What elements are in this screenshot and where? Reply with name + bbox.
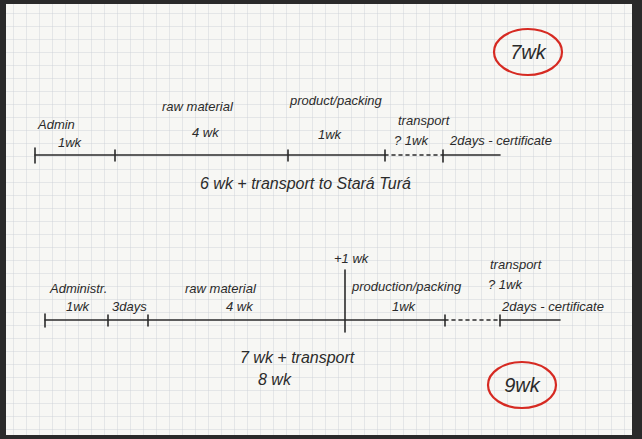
handwritten-note: +1 wk (334, 252, 368, 265)
total-weeks: 9wk (504, 375, 540, 395)
timeline-bottom (45, 270, 560, 332)
circled-total: 9wk (486, 360, 558, 410)
paper-sheet (6, 4, 632, 435)
handwritten-note: 1wk (58, 136, 81, 149)
timeline-line (45, 319, 445, 321)
handwritten-note: 1wk (66, 300, 89, 313)
total-weeks: 7wk (510, 42, 546, 62)
handwritten-note: 7 wk + transport (240, 350, 354, 366)
transport-dotted (445, 319, 500, 321)
handwritten-note: transport (490, 258, 541, 271)
timeline-top (35, 148, 500, 163)
red-circle (494, 29, 562, 75)
timeline-line (500, 319, 560, 321)
handwritten-note: ? 1wk (488, 278, 522, 291)
circled-total: 7wk (492, 27, 564, 77)
handwritten-note: production/packing (352, 280, 461, 293)
red-circle (488, 362, 556, 408)
shift-marker (344, 270, 346, 332)
handwritten-note: transport (398, 114, 449, 127)
handwritten-note: 8 wk (258, 372, 291, 388)
handwritten-note: 2days - certificate (450, 134, 552, 147)
tick-marks (45, 314, 500, 327)
handwritten-note: 1wk (392, 300, 415, 313)
handwritten-note: product/packing (290, 94, 382, 107)
tick-marks (35, 148, 443, 163)
handwritten-note: 4 wk (226, 300, 253, 313)
timeline-line (35, 154, 385, 156)
handwritten-note: Admin (38, 118, 75, 131)
handwritten-note: raw material (185, 282, 256, 295)
handwritten-note: 3days (112, 300, 147, 313)
handwritten-note: 2days - certificate (502, 300, 604, 313)
timeline-line (443, 154, 500, 156)
handwritten-note: ? 1wk (394, 134, 428, 147)
handwritten-note: 1wk (318, 128, 341, 141)
grid-lines (6, 4, 632, 435)
transport-dotted (385, 154, 443, 156)
handwritten-note: Administr. (50, 282, 107, 295)
handwritten-note: 6 wk + transport to Stará Turá (200, 176, 411, 192)
handwritten-note: raw material (162, 100, 233, 113)
handwritten-note: 4 wk (192, 126, 219, 139)
